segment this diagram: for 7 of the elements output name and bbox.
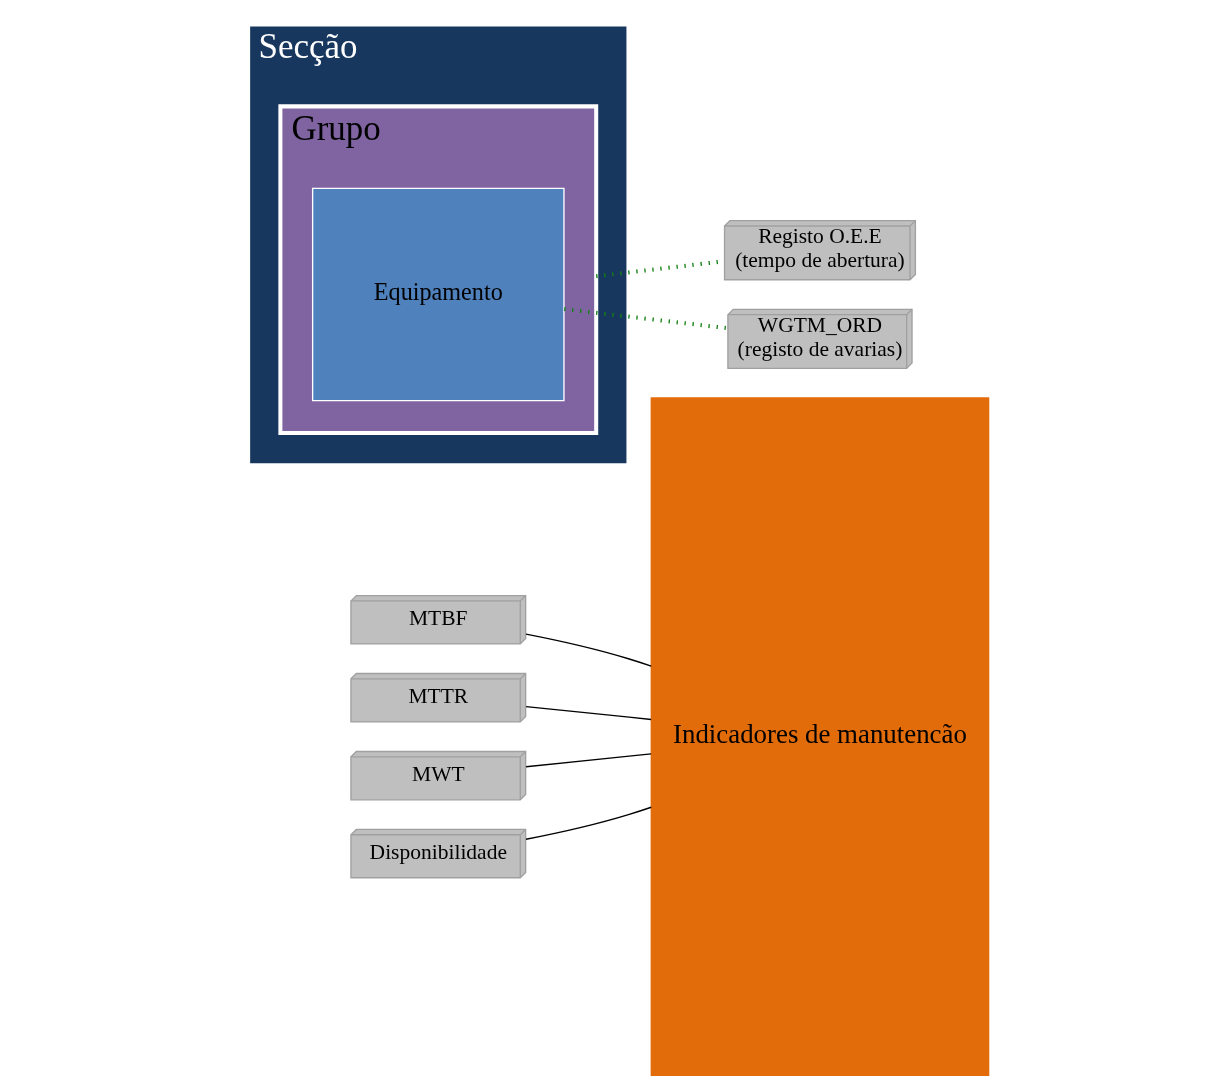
connector — [525, 753, 652, 768]
connector — [525, 633, 652, 667]
node-box: Equipamento — [311, 187, 565, 402]
node-box: Indicadores de manutencão — [650, 397, 990, 1076]
connector — [525, 806, 652, 840]
connector — [525, 705, 652, 721]
connector — [564, 307, 728, 331]
